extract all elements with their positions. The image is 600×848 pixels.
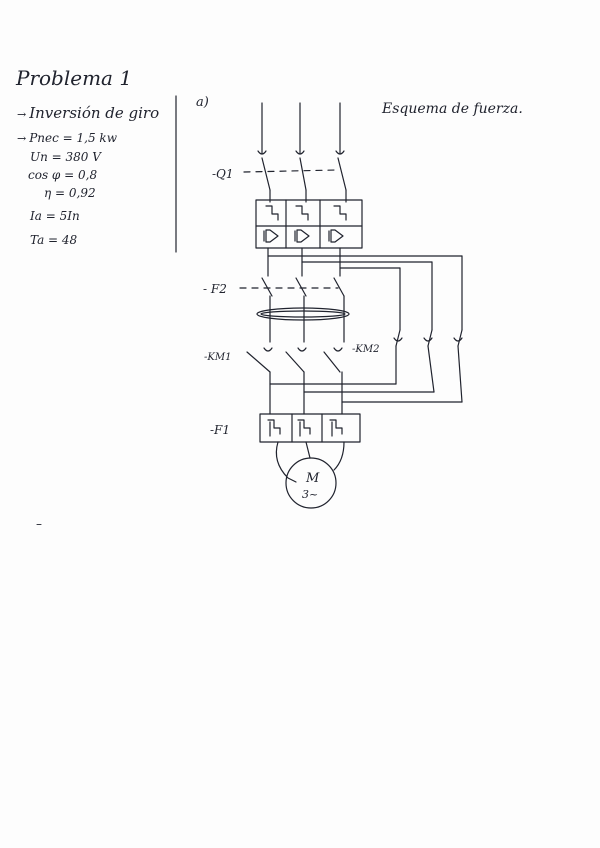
spec-text: Pnec = 1,5 kw — [29, 131, 117, 145]
motor-letter: M — [305, 471, 320, 486]
q1-switch — [243, 150, 347, 203]
motor-symbol: M 3~ — [285, 457, 337, 509]
section-label: a) — [196, 95, 209, 110]
busbars — [267, 247, 463, 331]
schema-title: Esquema de fuerza. — [382, 101, 523, 117]
spec-item-cosphi: cos φ = 0,8 — [28, 168, 98, 182]
km1-contactor — [246, 347, 343, 415]
f1-thermal-relay — [259, 413, 361, 443]
spec-text: Inversión de giro — [29, 104, 160, 122]
motor-phase: 3~ — [302, 488, 318, 501]
page-title: Problema 1 — [16, 66, 133, 90]
km2-label: -KM2 — [352, 344, 380, 355]
q1-protection-block — [255, 199, 363, 249]
spec-item-ta: Ta = 48 — [30, 233, 78, 247]
spec-item-inversion: →Inversión de giro — [17, 104, 159, 122]
q1-label: -Q1 — [212, 167, 234, 181]
f2-label: - F2 — [203, 282, 227, 296]
f2-switch — [239, 277, 350, 343]
km2-contactor — [269, 329, 463, 403]
spec-item-voltage: Un = 380 V — [30, 150, 101, 164]
supply-lines — [261, 102, 341, 154]
arrow-icon: → — [17, 108, 27, 121]
arrow-icon: → — [17, 132, 27, 145]
motor-leads — [275, 441, 345, 483]
spec-item-starting-current: Ia = 5In — [30, 209, 80, 223]
f1-label: -F1 — [210, 423, 231, 437]
stray-mark: – — [36, 517, 42, 531]
km1-label: -KM1 — [204, 352, 232, 363]
spec-item-efficiency: η = 0,92 — [44, 186, 96, 200]
spec-item-power: →Pnec = 1,5 kw — [17, 131, 117, 145]
